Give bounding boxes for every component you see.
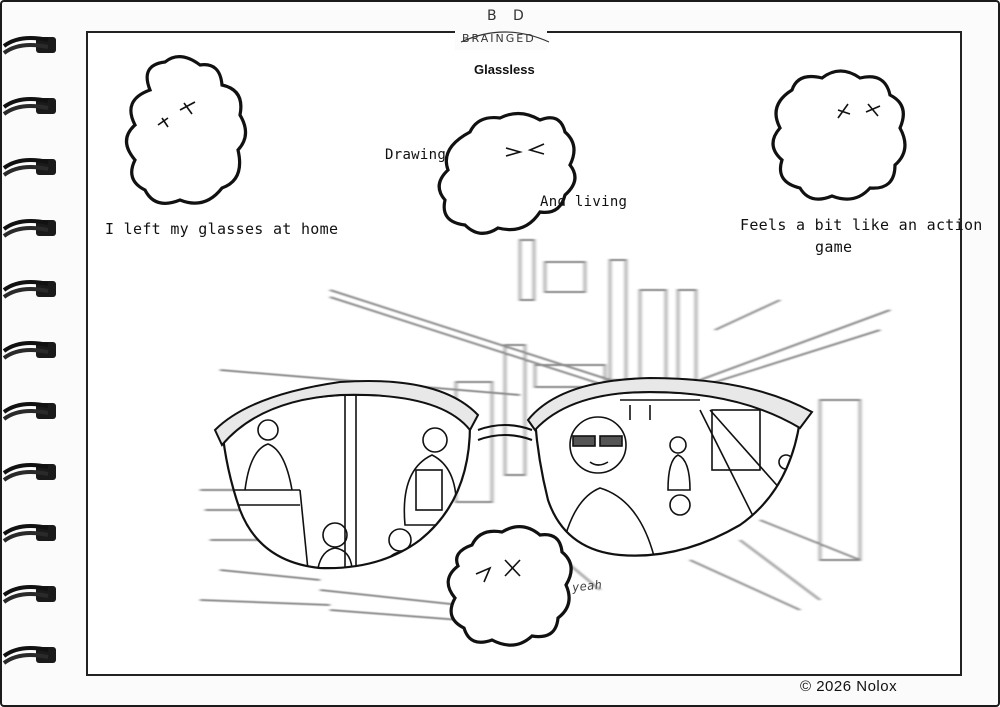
binding-ring [2, 585, 49, 597]
cloud-head-right-icon [771, 69, 907, 201]
binding-ring [2, 531, 49, 543]
binding-ring [2, 463, 49, 475]
binding-ring [2, 226, 49, 238]
binding-ring [2, 219, 49, 231]
binding-ring [2, 409, 49, 421]
binding-ring [2, 158, 49, 170]
logo-mark: B D [487, 8, 530, 24]
binding-ring [2, 470, 49, 482]
binding-ring [2, 646, 49, 658]
binding-ring [2, 524, 49, 536]
caption-center-a: Drawing [385, 147, 447, 163]
binding-ring [2, 592, 49, 604]
binding-ring [2, 36, 49, 48]
binding-ring [2, 104, 49, 116]
spiral-binding-icon [2, 36, 56, 665]
cloud-head-bottom-icon [446, 525, 573, 647]
binding-ring [2, 280, 49, 292]
binding-ring [2, 402, 49, 414]
binding-ring [2, 97, 49, 109]
caption-right-line2: game [815, 238, 853, 256]
caption-center-b: And living [540, 194, 628, 210]
page-title: Glassless [474, 62, 535, 77]
caption-right-line1: Feels a bit like an action [740, 216, 983, 234]
cloud-head-left-icon [124, 55, 248, 205]
binding-ring [2, 165, 49, 177]
logo-arc-icon [460, 31, 550, 43]
binding-ring [2, 348, 49, 360]
caption-left: I left my glasses at home [105, 220, 339, 238]
cloud-head-center-icon [437, 111, 577, 235]
binding-ring [2, 43, 49, 55]
binding-ring [2, 653, 49, 665]
copyright-notice: © 2026 Nolox [800, 678, 898, 695]
binding-ring [2, 341, 49, 353]
binding-ring [2, 287, 49, 299]
logo-plate [455, 8, 547, 50]
